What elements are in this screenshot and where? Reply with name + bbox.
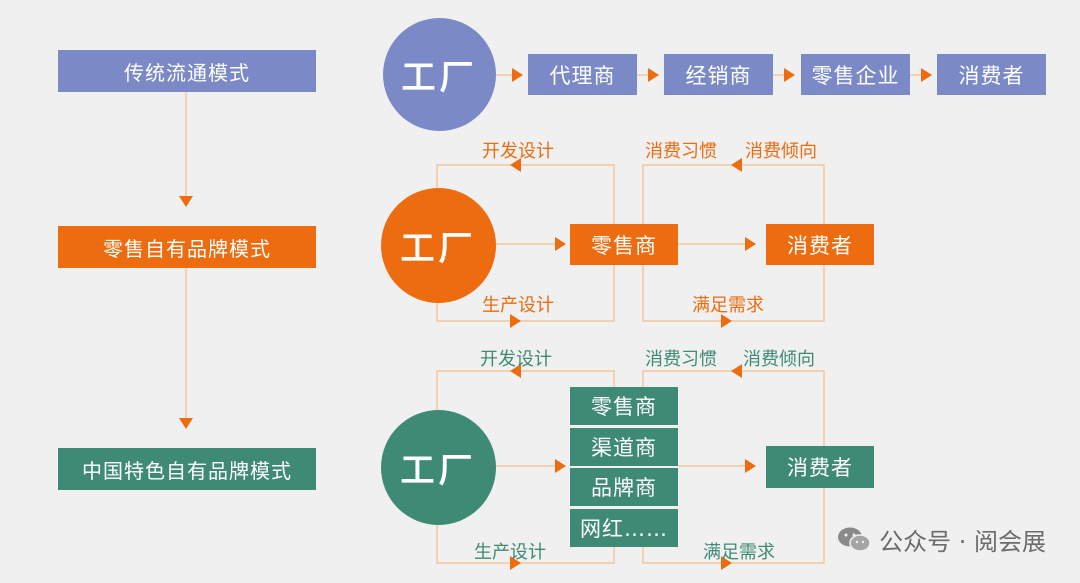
label-produce-design: 生产设计 <box>474 542 546 563</box>
label-develop-design: 开发设计 <box>482 141 554 162</box>
channel-node-influencer: 网红…… <box>570 509 678 547</box>
channel-node-channel-dealer: 渠道商 <box>570 428 678 466</box>
arrow-right-icon <box>510 314 521 328</box>
label-consumption-tendency: 消费倾向 <box>743 349 815 370</box>
label-produce-design: 生产设计 <box>482 295 554 316</box>
channel-node-brand-owner: 品牌商 <box>570 468 678 506</box>
arrow-left-icon <box>731 158 742 172</box>
label-develop-design: 开发设计 <box>480 349 552 370</box>
consumer-node-china-brand: 消费者 <box>766 446 874 488</box>
arrow-right-icon <box>648 68 659 82</box>
chain-node-consumer: 消费者 <box>937 54 1046 95</box>
chain-node-distributor: 经销商 <box>664 54 773 95</box>
arrow-right-icon <box>510 556 521 570</box>
chain-node-retailer: 零售企业 <box>801 54 910 95</box>
arrow-right-icon <box>784 68 795 82</box>
arrow-left-icon <box>731 364 742 378</box>
arrow-left-icon <box>510 364 521 378</box>
arrow-down-icon <box>179 196 193 207</box>
factory-node-china-brand: 工厂 <box>381 410 496 525</box>
mode-retail-own-brand: 零售自有品牌模式 <box>58 226 316 268</box>
arrow-left-icon <box>510 158 521 172</box>
arrow-right-icon <box>921 68 932 82</box>
arrow-right-icon <box>721 556 732 570</box>
chain-node-agent: 代理商 <box>528 54 637 95</box>
retailer-node: 零售商 <box>570 224 678 265</box>
label-consumption-habits: 消费习惯 <box>645 349 717 370</box>
factory-node-traditional: 工厂 <box>383 18 496 131</box>
arrow-right-icon <box>745 237 756 251</box>
factory-node-retail-brand: 工厂 <box>381 188 496 303</box>
label-satisfy-demand: 满足需求 <box>692 295 764 316</box>
label-consumption-habits: 消费习惯 <box>645 141 717 162</box>
wechat-icon <box>838 527 871 552</box>
label-consumption-tendency: 消费倾向 <box>745 141 817 162</box>
watermark: 公众号 · 阅会展 <box>837 522 1046 557</box>
arrow-down-icon <box>179 418 193 429</box>
label-satisfy-demand: 满足需求 <box>703 542 775 563</box>
arrow-right-icon <box>721 314 732 328</box>
arrow-right-icon <box>555 237 566 251</box>
mode-china-own-brand: 中国特色自有品牌模式 <box>58 448 316 490</box>
channel-node-retailer: 零售商 <box>570 387 678 425</box>
arrow-right-icon <box>512 68 523 82</box>
arrow-right-icon <box>555 459 566 473</box>
watermark-text: 公众号 · 阅会展 <box>879 528 1046 556</box>
mode-traditional: 传统流通模式 <box>58 50 316 92</box>
consumer-node-retail-brand: 消费者 <box>766 224 874 265</box>
arrow-right-icon <box>745 459 756 473</box>
